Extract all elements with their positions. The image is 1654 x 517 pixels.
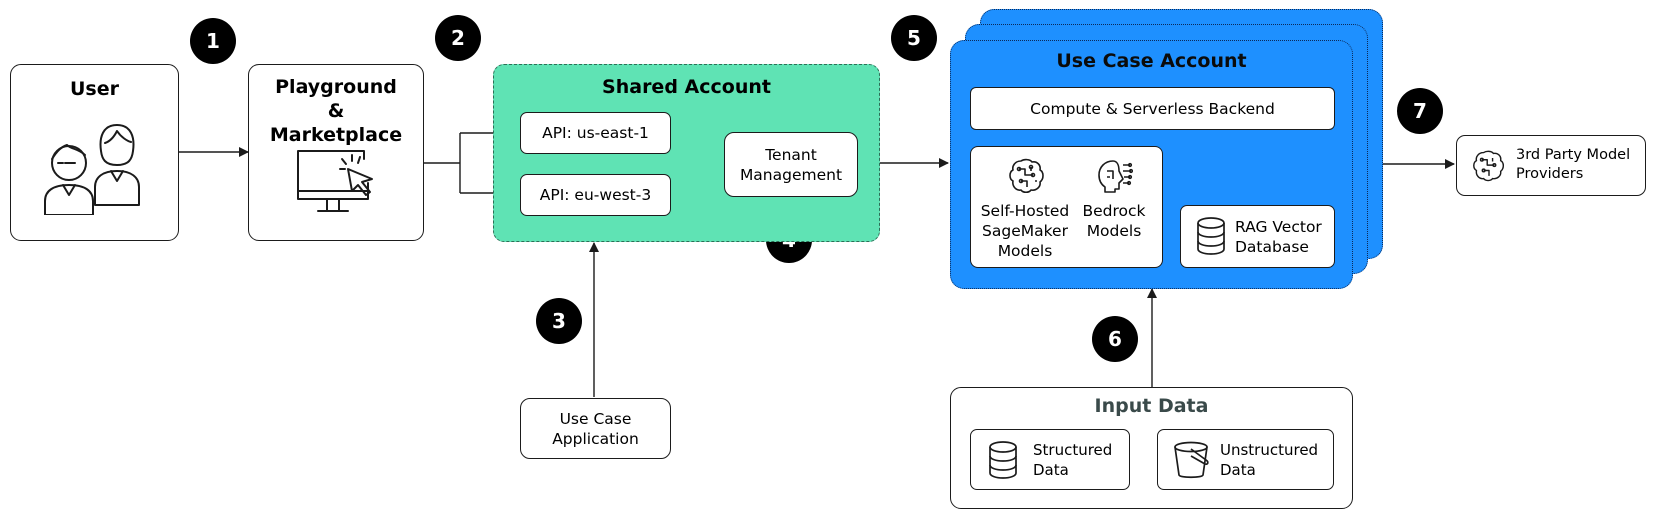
bedrock-models-label: Bedrock Models (1082, 202, 1146, 240)
arrow-playground-to-apis (424, 133, 461, 193)
brain-chip-icon (1009, 158, 1044, 194)
self-hosted-sagemaker-label: Self-Hosted SageMaker Models (980, 202, 1070, 260)
unstructured-data-label: Unstructured Data (1220, 441, 1319, 479)
structured-data-box: Structured Data (970, 429, 1130, 490)
use-case-account-title: Use Case Account (1056, 50, 1247, 72)
models-box: Self-Hosted SageMaker Models Bedrock Mod… (970, 146, 1163, 268)
step-badge-3: 3 (536, 298, 582, 344)
playground-box: Playground & Marketplace (248, 64, 424, 241)
use-case-application-box: Use Case Application (520, 398, 671, 459)
user-title: User (70, 78, 119, 100)
step-badge-7: 7 (1397, 88, 1443, 134)
api-us-east-1-box: API: us-east-1 (520, 112, 671, 154)
structured-data-label: Structured Data (1033, 441, 1113, 479)
users-icon (44, 124, 140, 215)
unstructured-data-box: Unstructured Data (1157, 429, 1334, 490)
step-badge-1: 1 (190, 18, 236, 64)
api-eu-west-3-box: API: eu-west-3 (520, 174, 671, 216)
tenant-management-label: Tenant Management (739, 145, 843, 184)
third-party-providers-label: 3rd Party Model Providers (1516, 147, 1631, 182)
bucket-icon (1174, 441, 1209, 479)
input-data-title: Input Data (1094, 395, 1209, 417)
monitor-click-icon (297, 150, 373, 212)
step-badge-5: 5 (891, 15, 937, 61)
brain-chip-icon (1473, 150, 1505, 182)
shared-account-title: Shared Account (602, 76, 771, 98)
step-badge-2: 2 (435, 15, 481, 61)
rag-vector-database-box: RAG Vector Database (1180, 205, 1335, 268)
third-party-providers-box: 3rd Party Model Providers (1456, 135, 1646, 196)
use-case-application-label: Use Case Application (552, 409, 639, 448)
ai-circuit-icon (1098, 160, 1133, 193)
user-box: User (10, 64, 179, 241)
database-icon (1197, 217, 1225, 255)
step-badge-6: 6 (1092, 316, 1138, 362)
playground-title: Playground & Marketplace (269, 76, 403, 146)
database-icon (989, 441, 1017, 479)
rag-vector-database-label: RAG Vector Database (1235, 218, 1322, 256)
tenant-management-box: Tenant Management (724, 132, 858, 197)
compute-serverless-box: Compute & Serverless Backend (970, 87, 1335, 130)
